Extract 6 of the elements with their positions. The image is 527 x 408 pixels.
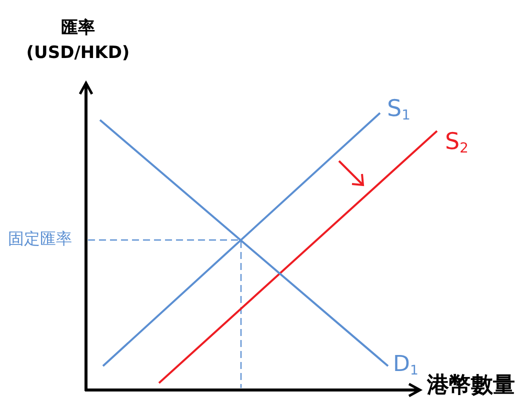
curve-label: S$_{1}$ <box>387 96 410 122</box>
value-label: 固定匯率 <box>8 230 72 248</box>
curve-label: D$_{1}$ <box>393 352 418 378</box>
axis-title: 匯率 (USD/HKD) <box>25 17 131 65</box>
axis-title: 港幣數量 <box>427 373 515 398</box>
curve-label: S$_{2}$ <box>445 129 468 156</box>
